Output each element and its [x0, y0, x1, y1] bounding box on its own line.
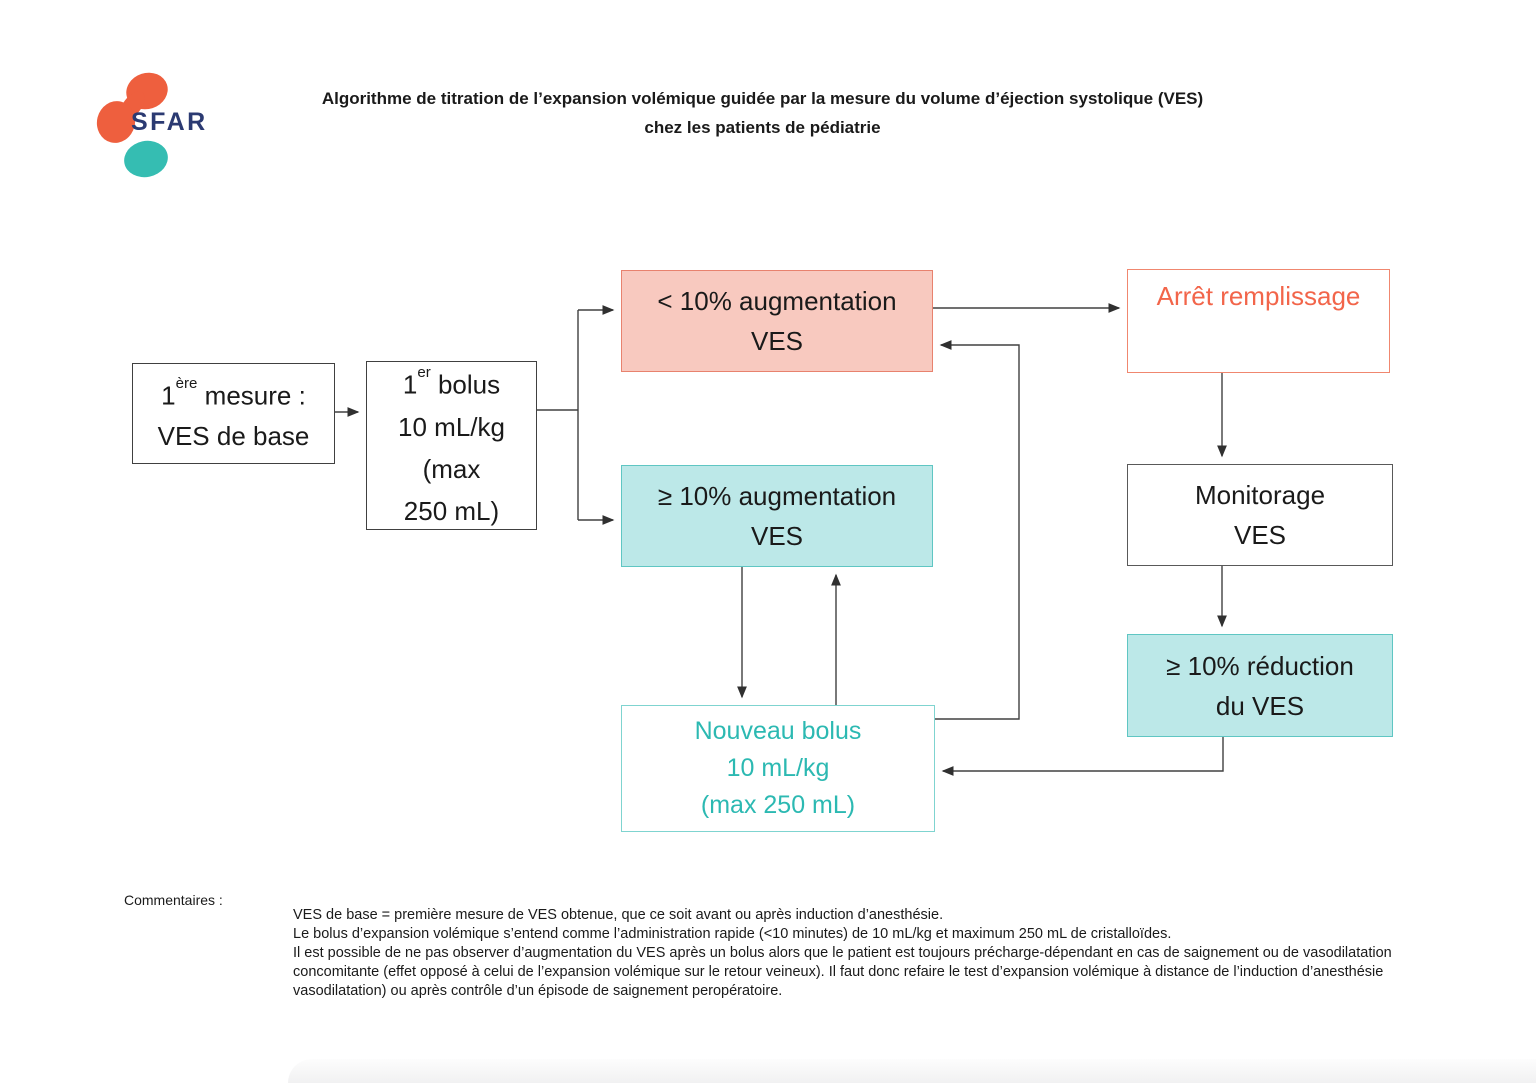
- comments-label: Commentaires :: [124, 892, 223, 908]
- box-lt10-augmentation: < 10% augmentation VES: [621, 270, 933, 372]
- box-arret-remplissage: Arrêt remplissage: [1127, 269, 1390, 373]
- comments-body: VES de base = première mesure de VES obt…: [293, 906, 1428, 1001]
- comments-line: Il est possible de ne pas observer d’aug…: [293, 945, 1392, 961]
- title-line-1: Algorithme de titration de l’expansion v…: [321, 89, 1204, 108]
- sfar-logo-blobs-icon: [96, 72, 168, 178]
- box-nouveau-line2: 10 mL/kg: [726, 754, 830, 782]
- box-ge10-reduction: ≥ 10% réduction du VES: [1127, 634, 1393, 737]
- box-nouveau-bolus: Nouveau bolus 10 mL/kg (max 250 mL): [621, 705, 935, 832]
- box-ge10-augmentation: ≥ 10% augmentation VES: [621, 465, 933, 567]
- box-monitorage: Monitorage VES: [1127, 464, 1393, 566]
- box-monitorage-line1: Monitorage: [1194, 480, 1326, 510]
- box-first-bolus-line3: (max: [422, 453, 481, 484]
- title-line-2: chez les patients de pédiatrie: [644, 118, 881, 137]
- box-first-bolus: 1er bolus 10 mL/kg (max 250 mL): [366, 361, 537, 530]
- box-first-bolus-line1: 1er bolus: [402, 364, 501, 400]
- comments-line: VES de base = première mesure de VES obt…: [293, 907, 944, 923]
- box-first-bolus-line2: 10 mL/kg: [398, 411, 505, 442]
- connector-reduction-to-nouveau: [941, 737, 1224, 776]
- comments-line: Le bolus d’expansion volémique s’entend …: [293, 926, 1172, 942]
- box-first-measure-line2: VES de base: [157, 420, 310, 451]
- bottom-overlay-bar: [288, 1059, 1536, 1083]
- box-nouveau-line1: Nouveau bolus: [694, 717, 862, 745]
- sfar-logo-text: SFAR: [131, 108, 208, 136]
- comments-line: concomitante (effet opposé à celui de l’…: [293, 964, 1384, 980]
- sfar-logo: SFAR: [95, 70, 235, 180]
- box-nouveau-line3: (max 250 mL): [700, 791, 856, 819]
- box-ge10-line1: ≥ 10% augmentation: [657, 481, 897, 511]
- box-first-measure-line1: 1ère mesure :: [161, 375, 306, 411]
- comments-line: vasodilatation) ou après contrôle d’un é…: [293, 983, 783, 999]
- box-lt10-line2: VES: [750, 326, 804, 356]
- box-ge10-line2: VES: [750, 521, 804, 551]
- box-first-measure: 1ère mesure : VES de base: [132, 363, 335, 464]
- box-first-bolus-line4: 250 mL): [403, 495, 500, 526]
- box-arret-label: Arrêt remplissage: [1156, 281, 1361, 311]
- box-reduction-line1: ≥ 10% réduction: [1166, 650, 1354, 681]
- box-reduction-line2: du VES: [1215, 690, 1305, 721]
- box-lt10-line1: < 10% augmentation: [657, 286, 897, 316]
- page-title: Algorithme de titration de l’expansion v…: [290, 88, 1235, 139]
- connector-nouveau-to-lt10-loop: [935, 340, 1020, 720]
- box-monitorage-line2: VES: [1233, 520, 1287, 550]
